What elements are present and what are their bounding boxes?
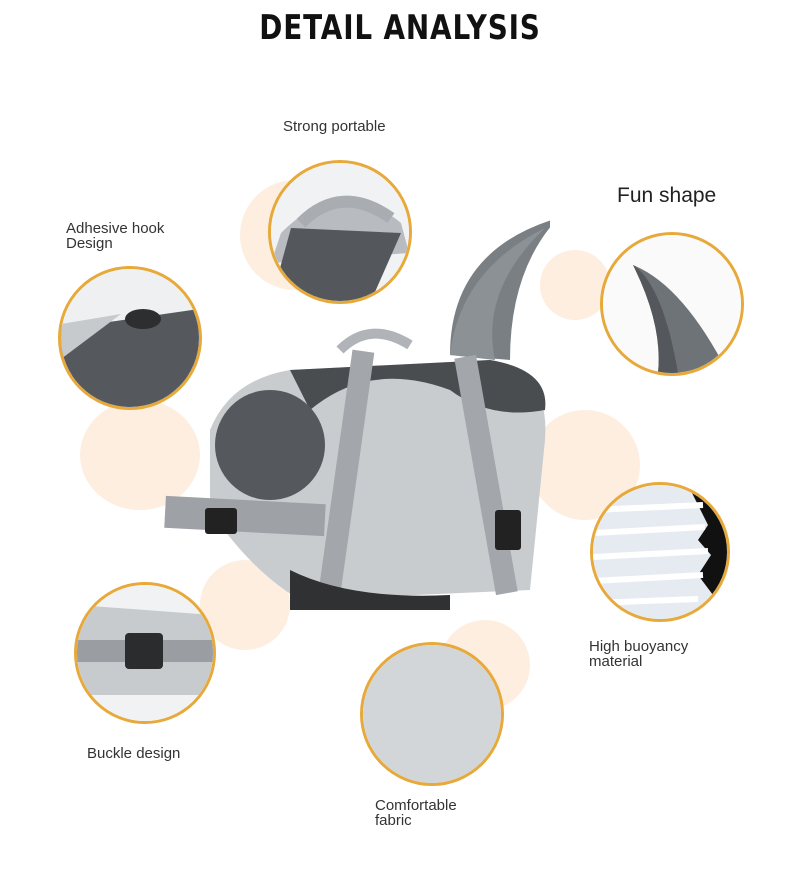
label-adhesive-hook: Adhesive hook Design	[66, 221, 164, 251]
label-line: Design	[66, 235, 113, 252]
handle-detail-image	[271, 163, 409, 301]
buckle-detail-image	[77, 585, 213, 721]
shark-life-vest-image	[164, 220, 550, 610]
fin-detail-image	[603, 235, 741, 373]
detail-circle-fabric	[360, 642, 504, 786]
label-line: fabric	[375, 812, 412, 829]
label-line: Comfortable	[375, 797, 457, 814]
detail-circle-fin	[600, 232, 744, 376]
label-comfortable-fabric: Comfortable fabric	[375, 798, 457, 828]
label-line: Adhesive hook	[66, 220, 165, 237]
bg-blob	[540, 250, 610, 320]
fabric-detail-image	[363, 645, 501, 783]
label-strong-portable: Strong portable	[283, 118, 386, 135]
foam-detail-image	[593, 485, 727, 619]
detail-circle-foam	[590, 482, 730, 622]
hook-detail-image	[61, 269, 199, 407]
label-high-buoyancy: High buoyancy material	[589, 639, 688, 669]
label-line: material	[589, 653, 643, 670]
label-buckle-design: Buckle design	[87, 745, 181, 762]
detail-circle-hook	[58, 266, 202, 410]
bg-blob	[80, 400, 200, 510]
label-fun-shape: Fun shape	[617, 184, 717, 207]
detail-circle-handle	[268, 160, 412, 304]
page-title: DETAIL ANALYSIS	[259, 8, 541, 48]
detail-circle-buckle	[74, 582, 216, 724]
label-line: High buoyancy	[589, 638, 689, 655]
